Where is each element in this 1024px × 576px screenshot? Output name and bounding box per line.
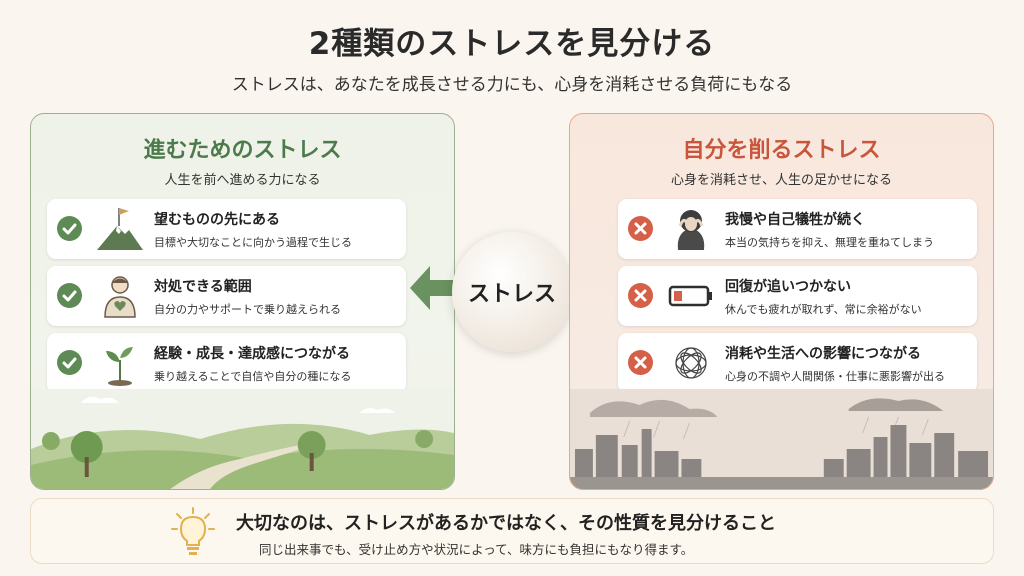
key-message-box: 大切なのは、ストレスがあるかではなく、その性質を見分けること 同じ出来事でも、受… bbox=[30, 498, 994, 564]
lightbulb-icon bbox=[171, 507, 215, 555]
person-heart-icon bbox=[104, 276, 136, 318]
positive-item-title: 対処できる範囲 bbox=[154, 279, 252, 295]
cross-icon bbox=[628, 350, 653, 375]
stress-center-circle: ストレス bbox=[452, 232, 572, 352]
key-message-subtitle: 同じ出来事でも、受け止め方や状況によって、味方にも負担にもなり得ます。 bbox=[259, 542, 694, 557]
key-message-title: 大切なのは、ストレスがあるかではなく、その性質を見分けること bbox=[236, 513, 776, 534]
negative-item-title: 消耗や生活への影響につながる bbox=[725, 346, 921, 362]
mountain-flag-icon bbox=[97, 208, 143, 250]
cross-icon bbox=[628, 216, 653, 241]
positive-item-title: 望むものの先にある bbox=[154, 212, 280, 228]
positive-panel-subtitle: 人生を前へ進める力になる bbox=[164, 173, 321, 188]
low-battery-icon bbox=[668, 285, 712, 307]
negative-stress-panel: 自分を削るストレス 心身を消耗させ、人生の足かせになる 我慢や自己犠牲が続く 本… bbox=[569, 113, 994, 490]
negative-item-title: 回復が追いつかない bbox=[725, 279, 851, 295]
check-icon bbox=[57, 216, 82, 241]
tangled-thread-icon bbox=[675, 347, 707, 379]
positive-item-card: 経験・成長・達成感につながる 乗り越えることで自信や自分の種になる bbox=[47, 333, 406, 393]
arrow-left-icon bbox=[410, 266, 454, 310]
cross-icon bbox=[628, 283, 653, 308]
gray-city-illustration bbox=[570, 389, 993, 489]
negative-panel-subtitle: 心身を消耗させ、人生の足かせになる bbox=[670, 173, 892, 188]
page-title: 2種類のストレスを見分ける bbox=[308, 26, 716, 62]
negative-panel-title: 自分を削るストレス bbox=[682, 138, 881, 163]
negative-item-title: 我慢や自己犠牲が続く bbox=[725, 212, 865, 228]
negative-item-card: 回復が追いつかない 休んでも疲れが取れず、常に余裕がない bbox=[618, 266, 977, 326]
positive-item-card: 対処できる範囲 自分の力やサポートで乗り越えられる bbox=[47, 266, 406, 326]
positive-item-desc: 乗り越えることで自信や自分の種になる bbox=[154, 370, 352, 383]
negative-item-desc: 心身の不調や人間関係・仕事に悪影響が出る bbox=[725, 370, 945, 383]
check-icon bbox=[57, 283, 82, 308]
positive-item-desc: 目標や大切なことに向かう過程で生じる bbox=[154, 236, 352, 249]
distressed-person-icon bbox=[677, 210, 705, 250]
page-subtitle: ストレスは、あなたを成長させる力にも、心身を消耗させる負荷にもなる bbox=[231, 75, 793, 95]
check-icon bbox=[57, 350, 82, 375]
green-landscape-illustration bbox=[31, 389, 454, 489]
positive-item-title: 経験・成長・達成感につながる bbox=[154, 346, 350, 362]
positive-stress-panel: 進むためのストレス 人生を前へ進める力になる 望むものの先にある 目標や大切なこ… bbox=[30, 113, 455, 490]
negative-item-desc: 本当の気持ちを抑え、無理を重ねてしまう bbox=[725, 236, 934, 249]
negative-item-card: 消耗や生活への影響につながる 心身の不調や人間関係・仕事に悪影響が出る bbox=[618, 333, 977, 393]
negative-item-desc: 休んでも疲れが取れず、常に余裕がない bbox=[725, 303, 922, 316]
sprout-icon bbox=[106, 347, 133, 386]
positive-item-card: 望むものの先にある 目標や大切なことに向かう過程で生じる bbox=[47, 199, 406, 259]
positive-item-desc: 自分の力やサポートで乗り越えられる bbox=[154, 303, 341, 316]
center-label: ストレス bbox=[467, 282, 556, 307]
negative-item-card: 我慢や自己犠牲が続く 本当の気持ちを抑え、無理を重ねてしまう bbox=[618, 199, 977, 259]
positive-panel-title: 進むためのストレス bbox=[143, 138, 342, 163]
